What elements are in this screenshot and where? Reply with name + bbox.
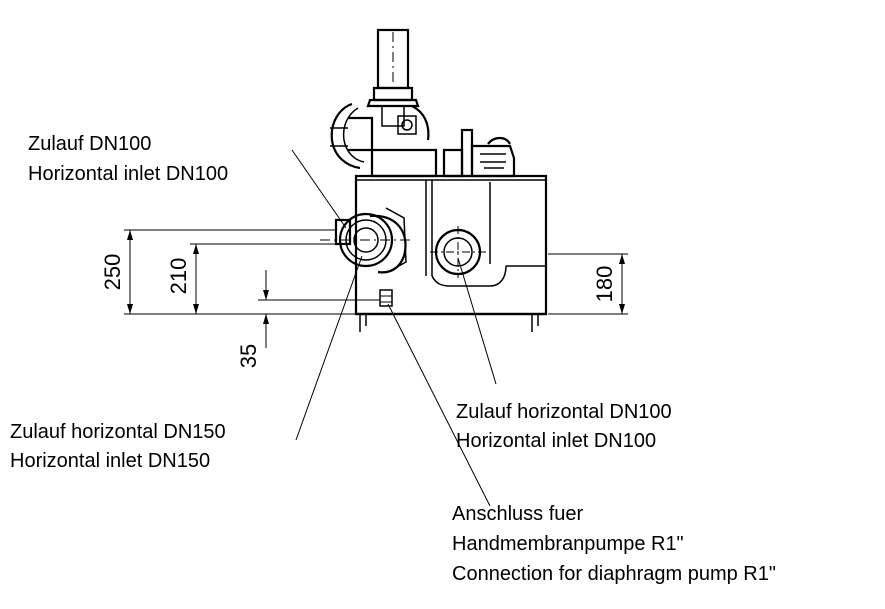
inlet-dn100-flange xyxy=(430,226,486,278)
label-inlet-150-de: Zulauf horizontal DN150 xyxy=(10,421,226,443)
dimension-lines xyxy=(124,229,628,348)
dim-210: 210 xyxy=(166,258,191,295)
pump-connection-fitting xyxy=(379,289,393,307)
label-pump-line3: Connection for diaphragm pump R1" xyxy=(452,563,776,585)
label-inlet-100-en: Horizontal inlet DN100 xyxy=(456,430,656,452)
label-inlet-top-de: Zulauf DN100 xyxy=(28,133,151,155)
label-inlet-top-en: Horizontal inlet DN100 xyxy=(28,163,228,185)
drive-column xyxy=(330,28,430,170)
dim-180: 180 xyxy=(592,266,617,303)
leader-lines xyxy=(291,149,497,507)
tank-body xyxy=(354,128,548,332)
dim-250: 250 xyxy=(100,254,125,291)
label-inlet-150-en: Horizontal inlet DN150 xyxy=(10,450,210,472)
inlet-dn150-flange xyxy=(320,207,410,274)
label-pump-line1: Anschluss fuer xyxy=(452,503,584,525)
label-inlet-100-de: Zulauf horizontal DN100 xyxy=(456,401,672,423)
dim-35: 35 xyxy=(236,344,261,368)
label-pump-line2: Handmembranpumpe R1" xyxy=(452,533,684,555)
